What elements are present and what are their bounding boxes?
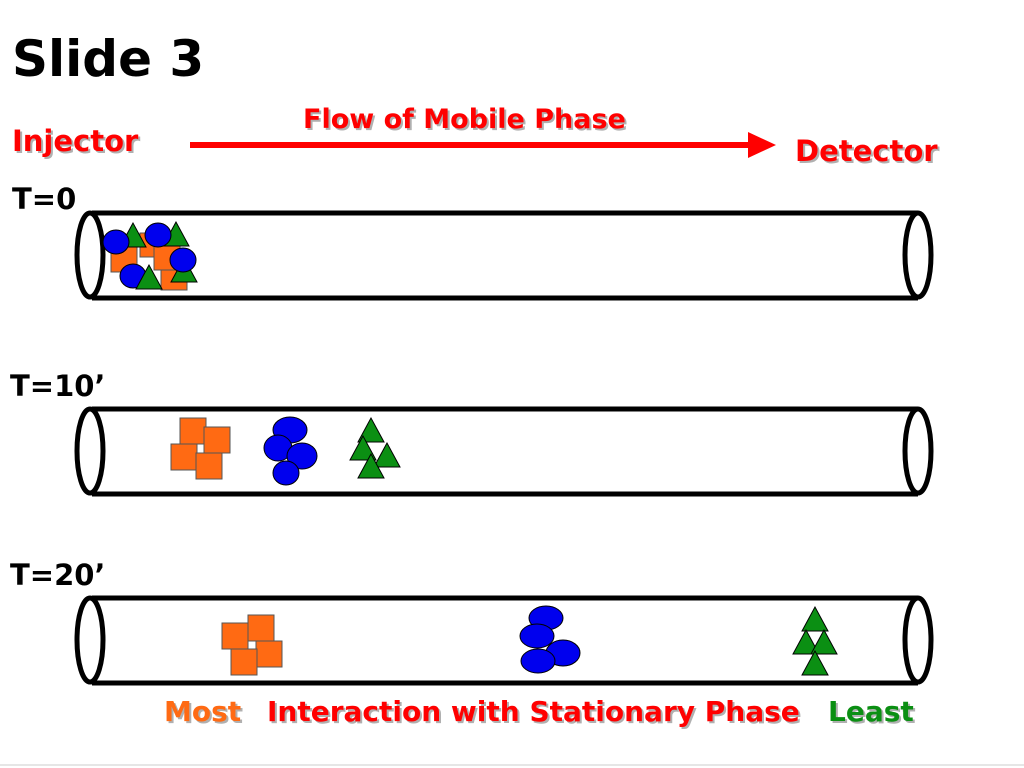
blue-circle (102, 229, 130, 255)
blue-circle (520, 648, 556, 674)
column-t20 (74, 595, 934, 686)
orange-square (255, 640, 283, 668)
legend-most: Most (164, 695, 242, 728)
orange-band-t20 (221, 614, 283, 676)
orange-square (247, 614, 275, 642)
green-triangle (135, 263, 163, 290)
time-label-10: T=10’ (10, 369, 106, 403)
column-t10 (74, 406, 934, 497)
blue-circle (144, 222, 172, 248)
green-band-t10 (349, 416, 401, 479)
green-triangle (810, 628, 838, 655)
blue-circle (519, 623, 555, 649)
slide-bottom-divider (0, 764, 1024, 766)
legend-interaction: Interaction with Stationary Phase (267, 695, 800, 728)
orange-square (179, 417, 207, 445)
orange-square (170, 443, 198, 471)
green-triangle (801, 605, 829, 632)
time-label-20: T=20’ (10, 558, 106, 592)
green-triangle (792, 628, 820, 655)
flow-label: Flow of Mobile Phase (303, 104, 626, 135)
orange-square (221, 622, 249, 650)
orange-square (203, 426, 231, 454)
orange-square (195, 452, 223, 480)
green-triangle (349, 434, 377, 461)
column-t0 (74, 210, 934, 301)
green-triangle (357, 416, 385, 443)
blue-circle (272, 460, 300, 486)
detector-label: Detector (795, 134, 938, 168)
legend-least: Least (828, 695, 914, 728)
sample-mixture-t0 (102, 220, 198, 291)
blue-circle (286, 442, 318, 470)
blue-band-t20 (519, 605, 581, 674)
slide-title: Slide 3 (12, 30, 205, 88)
time-label-0: T=0 (12, 182, 77, 216)
blue-band-t10 (263, 416, 318, 486)
green-triangle (801, 649, 829, 676)
blue-circle (169, 247, 197, 273)
orange-band-t10 (170, 417, 231, 480)
orange-square (230, 648, 258, 676)
flow-arrow (190, 132, 776, 158)
green-band-t20 (792, 605, 838, 676)
green-triangle (373, 441, 401, 468)
injector-label: Injector (12, 124, 139, 158)
green-triangle (357, 452, 385, 479)
